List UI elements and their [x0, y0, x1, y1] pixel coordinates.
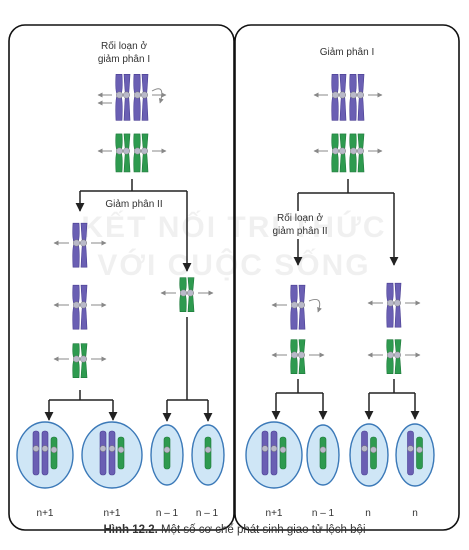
- left-gamete-cell-1-chromosome-2: [41, 430, 49, 476]
- left-gamete-label-3: n – 1: [156, 508, 179, 519]
- right-gamete-cell-4: [395, 423, 435, 487]
- left-m1-purple-pair: [97, 74, 167, 121]
- right-panel-border: [234, 24, 460, 531]
- right-m2-green-normal: [367, 339, 421, 374]
- right-m1-purple-pair-right: [349, 74, 365, 121]
- left-gamete-cell-4: [191, 424, 225, 486]
- right-m2-green-normal-body: [386, 339, 402, 374]
- left-m1-green-pair-right: [133, 133, 149, 173]
- left-gamete-label-1: n+1: [37, 508, 54, 519]
- left-gamete-cell-1: [16, 421, 74, 489]
- right-gamete-cell-3-chromosome-2: [370, 436, 377, 470]
- right-m1-purple-pair: [313, 74, 383, 121]
- left-m2-purple-1-body: [72, 222, 88, 268]
- flow-arrows: [44, 179, 420, 422]
- left-gamete-cell-1-chromosome-1: [32, 430, 40, 476]
- left-m2-green-body: [72, 343, 88, 378]
- caption-number: Hình 12.2.: [103, 524, 158, 536]
- right-gamete-cell-4-chromosome-1: [407, 430, 414, 476]
- right-m1-green-pair-right: [349, 133, 365, 173]
- left-gamete-cell-2-chromosome-3: [117, 436, 125, 470]
- left-m1-purple-pair-right: [133, 74, 149, 121]
- left-m1-green-pair: [97, 133, 167, 173]
- left-gamete-label-2: n+1: [104, 508, 121, 519]
- right-gamete-cell-1-chromosome-3: [279, 436, 287, 470]
- right-m2-green-abnormal: [271, 339, 325, 374]
- left-label-top-1: Rối loạn ở: [101, 40, 147, 52]
- chromosomes: [53, 74, 421, 378]
- right-gamete-cell-2: [306, 424, 340, 486]
- left-m2-purple-2-body: [72, 284, 88, 330]
- left-label-top-2: giảm phân I: [98, 54, 150, 65]
- left-panel-border: [8, 24, 235, 531]
- right-m2-purple-normal: [367, 282, 421, 328]
- right-label-mid-2: giảm phân II: [272, 226, 327, 237]
- left-m2-green-single: [160, 277, 214, 312]
- right-label-top: Giảm phân I: [320, 47, 374, 58]
- left-m1-green-pair-left: [115, 133, 131, 173]
- left-gamete-cell-2: [81, 421, 143, 489]
- watermark-line-2: VỚI CUỘC SỐNG: [97, 248, 370, 282]
- right-m1-purple-pair-left: [331, 74, 347, 121]
- left-gamete-cell-2-chromosome-2: [108, 430, 116, 476]
- right-m2-green-abnormal-body: [290, 339, 306, 374]
- right-gamete-cell-3: [349, 423, 389, 487]
- watermark-line-1: KẾT NỐI TRI THỨC: [81, 210, 386, 244]
- figure-caption: Hình 12.2. Một số cơ chế phát sinh giao …: [0, 524, 469, 536]
- right-m2-purple-normal-body: [386, 282, 402, 328]
- left-gamete-cell-3-chromosome-1: [163, 436, 171, 470]
- right-label-mid-1: Rối loạn ở: [277, 212, 323, 224]
- left-m2-purple-1: [53, 222, 107, 268]
- right-m1-green-pair: [313, 133, 383, 173]
- left-m2-green-single-body: [179, 277, 195, 312]
- right-gamete-label-3: n: [365, 508, 371, 519]
- right-gamete-cell-1-chromosome-1: [261, 430, 269, 476]
- right-gamete-cell-2-chromosome-1: [319, 436, 327, 470]
- left-gamete-cell-1-chromosome-3: [50, 436, 58, 470]
- left-m1-purple-pair-left: [115, 74, 131, 121]
- caption-text: Một số cơ chế phát sinh giao tử lệch bội: [161, 524, 366, 536]
- right-gamete-cell-1-chromosome-2: [270, 430, 278, 476]
- right-m2-purple-abnormal: [271, 284, 322, 330]
- left-m2-purple-2: [53, 284, 107, 330]
- right-gamete-label-4: n: [412, 508, 418, 519]
- right-gamete-label-2: n – 1: [312, 508, 335, 519]
- left-label-mid: Giảm phân II: [105, 199, 162, 210]
- right-gamete-label-1: n+1: [266, 508, 283, 519]
- right-m1-green-pair-left: [331, 133, 347, 173]
- right-m2-purple-abnormal-body: [290, 284, 306, 330]
- gamete-cells: [16, 421, 435, 489]
- left-m2-green: [53, 343, 107, 378]
- left-gamete-cell-4-chromosome-1: [204, 436, 212, 470]
- left-gamete-label-4: n – 1: [196, 508, 219, 519]
- left-gamete-cell-2-chromosome-1: [99, 430, 107, 476]
- right-gamete-cell-1: [245, 421, 303, 489]
- watermark: KẾT NỐI TRI THỨC VỚI CUỘC SỐNG: [81, 210, 386, 282]
- right-gamete-cell-3-chromosome-1: [361, 430, 368, 476]
- left-gamete-cell-3: [150, 424, 184, 486]
- right-gamete-cell-4-chromosome-2: [416, 436, 423, 470]
